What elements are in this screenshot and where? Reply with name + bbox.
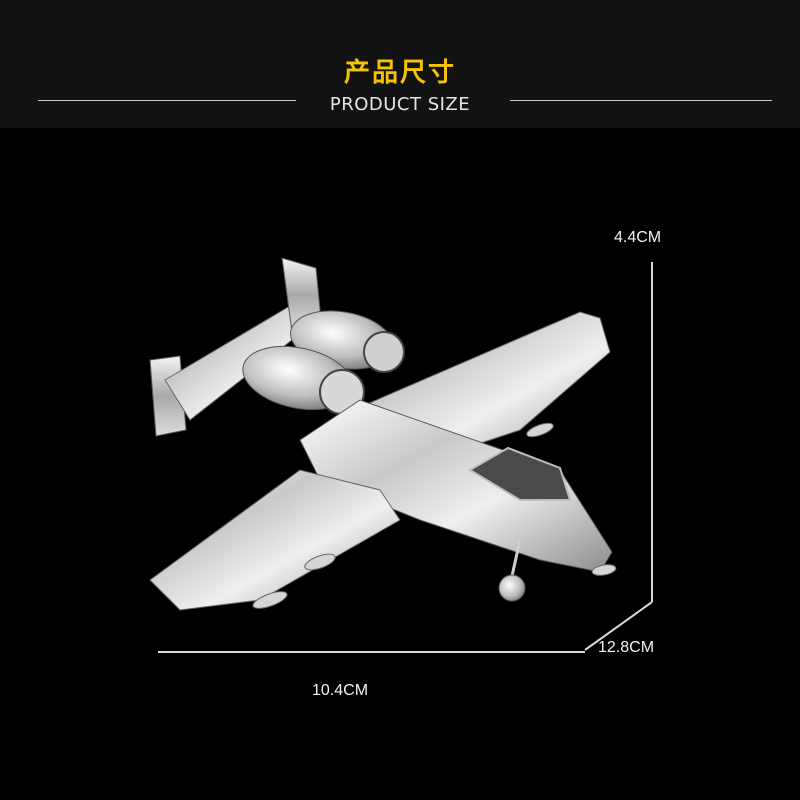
nose-gear-strut — [510, 539, 522, 577]
section-title-cn: 产品尺寸 — [343, 58, 456, 88]
title-divider-left — [38, 100, 296, 101]
height-dimension-label: 4.4CM — [614, 229, 662, 246]
dimension-lines — [158, 262, 653, 653]
header-band — [0, 0, 800, 128]
nose-gear-wheel — [498, 574, 526, 602]
title-divider-right — [510, 100, 772, 101]
cockpit-canopy — [468, 446, 572, 501]
weapon-pod-1 — [526, 422, 554, 438]
section-title-en: PRODUCT SIZE — [329, 94, 471, 115]
weapon-pod-2 — [252, 591, 288, 609]
width-dimension-label: 10.4CM — [312, 682, 369, 699]
weapon-pod-4 — [591, 564, 617, 576]
aircraft-model-icon — [149, 257, 617, 611]
depth-dimension-line — [584, 601, 653, 651]
engine-rear-intake — [363, 331, 405, 373]
depth-dimension-label: 12.8CM — [598, 639, 655, 656]
wing-left — [149, 469, 401, 611]
weapon-pod-3 — [304, 553, 336, 571]
